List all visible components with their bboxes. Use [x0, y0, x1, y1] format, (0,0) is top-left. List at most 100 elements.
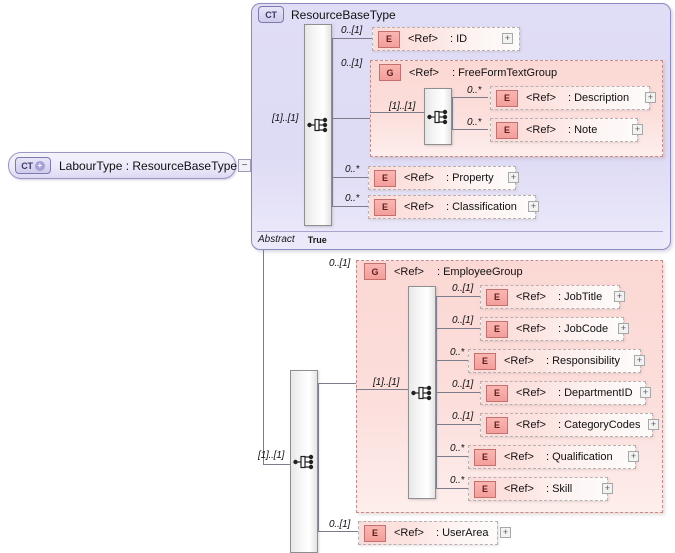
expand-qualification-button[interactable]: +: [628, 451, 639, 462]
expand-skill-button[interactable]: +: [602, 483, 613, 494]
connector-freeform-fan-vertical: [452, 97, 453, 129]
element-ref: <Ref>: [526, 124, 556, 136]
employeegroup-sequence-compositor[interactable]: [408, 286, 436, 499]
element-userarea[interactable]: E <Ref> : UserArea: [358, 521, 498, 545]
extension-sequence-compositor[interactable]: [290, 370, 318, 553]
expand-jobtitle-button[interactable]: +: [614, 291, 625, 302]
connector-base-to-classification: [332, 206, 368, 207]
expand-property-button[interactable]: +: [508, 172, 519, 183]
id-occurrence: 0..[1]: [341, 25, 363, 36]
element-description[interactable]: E <Ref> : Description: [490, 86, 650, 110]
element-ref: <Ref>: [394, 527, 424, 539]
element-badge: E: [486, 288, 508, 306]
expand-userarea-button[interactable]: +: [500, 527, 511, 538]
complextype-title: ResourceBaseType: [291, 7, 396, 22]
connector-root-vertical: [263, 127, 264, 464]
jobtitle-occurrence: 0..[1]: [452, 283, 474, 294]
element-name: : Description: [567, 92, 630, 104]
element-qualification[interactable]: E <Ref> : Qualification: [468, 445, 636, 469]
element-ref: <Ref>: [504, 355, 534, 367]
base-sequence-compositor[interactable]: [304, 24, 332, 226]
group-name: : EmployeeGroup: [436, 265, 523, 278]
classification-occurrence: 0..*: [345, 193, 360, 204]
element-badge: E: [496, 121, 518, 139]
element-departmentid[interactable]: E <Ref> : DepartmentID: [480, 381, 646, 405]
element-name: : Classification: [445, 201, 517, 213]
expand-categorycodes-button[interactable]: +: [648, 419, 659, 430]
connector-base-to-id: [332, 38, 372, 39]
freeformtextgroup-header[interactable]: G <Ref> : FreeFormTextGroup: [379, 64, 557, 81]
base-sequence-occurrence: [1]..[1]: [272, 113, 299, 124]
expand-id-button[interactable]: +: [502, 33, 513, 44]
element-badge: E: [474, 448, 496, 466]
group-ref: <Ref>: [394, 265, 424, 278]
expand-jobcode-button[interactable]: +: [618, 323, 629, 334]
connector-freeform-to-note: [452, 129, 488, 130]
element-ref: <Ref>: [516, 387, 546, 399]
description-occurrence: 0..*: [467, 85, 482, 96]
freeform-sequence-compositor[interactable]: [424, 88, 452, 145]
element-badge: E: [374, 169, 396, 187]
expand-departmentid-button[interactable]: +: [640, 387, 651, 398]
connector-base-to-group: [332, 118, 370, 119]
element-name: : Note: [567, 124, 598, 136]
connector-group-to-sequence: [370, 112, 424, 113]
group-badge: G: [379, 64, 401, 81]
expand-note-button[interactable]: +: [632, 124, 643, 135]
element-jobtitle[interactable]: E <Ref> : JobTitle: [480, 285, 620, 309]
connector-extension-to-userarea: [318, 531, 358, 532]
connector-base-fan-vertical: [332, 38, 333, 206]
element-skill[interactable]: E <Ref> : Skill: [468, 477, 608, 501]
employeegroup-header[interactable]: G <Ref> : EmployeeGroup: [364, 263, 523, 280]
userarea-occurrence: 0..[1]: [329, 519, 351, 530]
element-note[interactable]: E <Ref> : Note: [490, 118, 638, 142]
connector-to-extension-sequence: [263, 464, 290, 465]
employeegroup-occurrence: 0..[1]: [329, 258, 351, 269]
element-badge: E: [496, 89, 518, 107]
element-name: : DepartmentID: [557, 387, 633, 399]
property-occurrence: 0..*: [345, 164, 360, 175]
connector-to-responsibility: [436, 360, 468, 361]
departmentid-occurrence: 0..[1]: [452, 379, 474, 390]
element-ref: <Ref>: [404, 172, 434, 184]
group-badge: G: [364, 263, 386, 280]
responsibility-occurrence: 0..*: [450, 347, 465, 358]
group-name: : FreeFormTextGroup: [451, 66, 558, 79]
abstract-value: True: [307, 234, 327, 245]
extension-sequence-occurrence: [1]..[1]: [258, 450, 285, 461]
connector-base-to-property: [332, 177, 368, 178]
element-jobcode[interactable]: E <Ref> : JobCode: [480, 317, 624, 341]
element-classification[interactable]: E <Ref> : Classification: [368, 195, 536, 219]
connector-to-jobtitle: [436, 296, 480, 297]
skill-occurrence: 0..*: [450, 475, 465, 486]
connector-extension-to-employeegroup: [318, 383, 356, 384]
complextype-plus-icon: CT+: [15, 157, 51, 174]
connector-extension-fan-vertical: [318, 383, 319, 531]
expand-description-button[interactable]: +: [645, 92, 656, 103]
qualification-occurrence: 0..*: [450, 443, 465, 454]
element-name: : Responsibility: [545, 355, 620, 367]
freeformtextgroup-occurrence: 0..[1]: [341, 58, 363, 69]
root-complextype-node[interactable]: CT+ LabourType : ResourceBaseType: [8, 152, 237, 179]
abstract-row: Abstract True: [258, 234, 327, 245]
expand-classification-button[interactable]: +: [528, 201, 539, 212]
connector-employeegroup-to-sequence: [356, 389, 408, 390]
group-ref: <Ref>: [409, 66, 439, 79]
connector-to-departmentid: [436, 392, 480, 393]
element-ref: <Ref>: [516, 323, 546, 335]
complextype-badge-text: CT: [21, 160, 33, 171]
element-badge: E: [474, 352, 496, 370]
element-property[interactable]: E <Ref> : Property: [368, 166, 516, 190]
connector-freeform-to-description: [452, 97, 488, 98]
root-collapse-toggle[interactable]: −: [238, 159, 251, 172]
element-badge: E: [486, 384, 508, 402]
expand-responsibility-button[interactable]: +: [634, 355, 645, 366]
element-name: : ID: [449, 33, 468, 45]
employeegroup-sequence-occurrence: [1]..[1]: [373, 377, 400, 388]
element-categorycodes[interactable]: E <Ref> : CategoryCodes: [480, 413, 653, 437]
abstract-divider: [257, 231, 663, 232]
element-responsibility[interactable]: E <Ref> : Responsibility: [468, 349, 641, 373]
element-id[interactable]: E <Ref> : ID: [372, 27, 520, 51]
element-name: : JobCode: [557, 323, 609, 335]
element-badge: E: [374, 198, 396, 216]
